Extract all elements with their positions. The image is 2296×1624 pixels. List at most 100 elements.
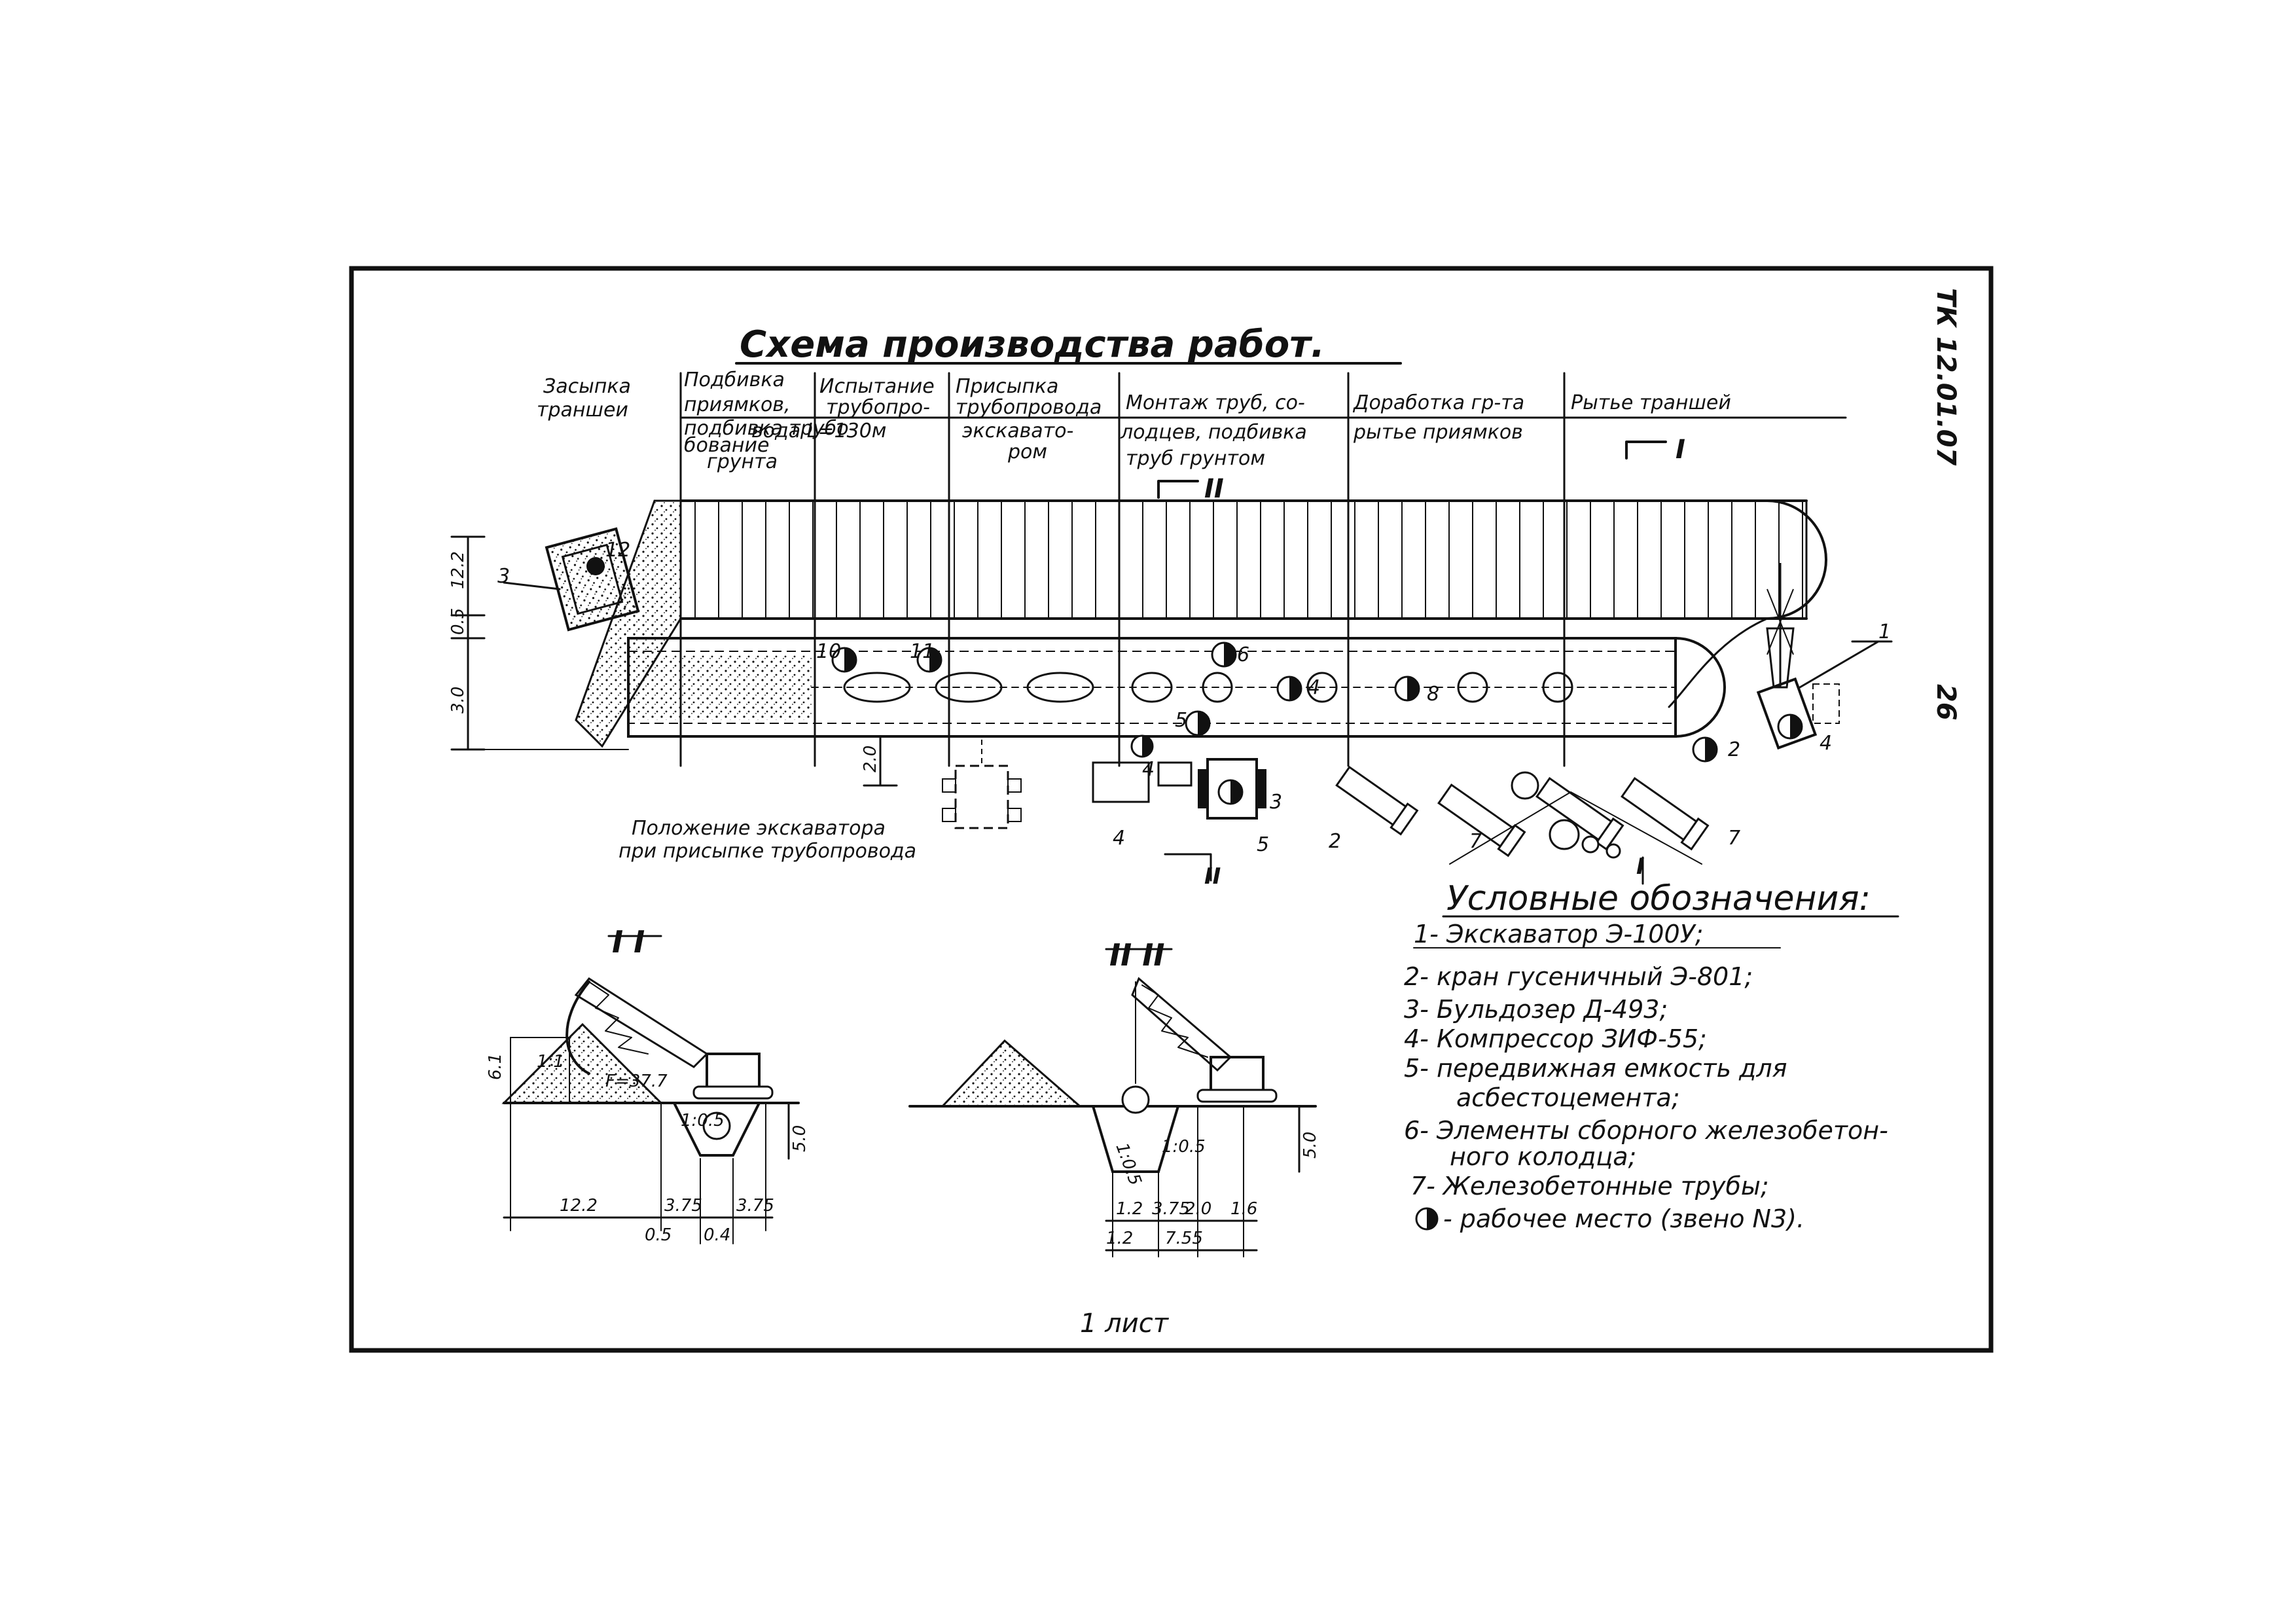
workplace-marker-icon (1415, 1207, 1439, 1231)
sheet-footer: 1 лист (1080, 1308, 1170, 1339)
stage-trenching: Рытье траншей (1571, 391, 1731, 414)
section-mark-i-bottom: I (1636, 854, 1645, 880)
svg-text:6.1: 6.1 (486, 1053, 505, 1080)
svg-text:1: 1 (1878, 621, 1891, 643)
stage-tamping-line5: грунта (707, 450, 778, 473)
legend-item-5a: 5- передвижная емкость для (1404, 1054, 1787, 1083)
svg-text:3.75: 3.75 (664, 1196, 702, 1216)
compressor-plan (1092, 734, 1193, 803)
workplace-marker-icon (916, 647, 942, 673)
svg-text:0.4: 0.4 (704, 1225, 730, 1245)
svg-text:11: 11 (910, 640, 935, 663)
svg-text:F=37.7: F=37.7 (605, 1072, 668, 1091)
section-1-dimensions: 12.2 3.75 3.75 0.5 0.4 5.0 6.1 F=37.7 1:… (486, 1052, 810, 1245)
section-mark-ii-bottom: II (1164, 853, 1221, 890)
legend-item-workplace: - рабочее место (звено N3). (1443, 1204, 1804, 1233)
workplace-marker-icon (1276, 676, 1302, 702)
stage-tamping-line2: приямков, (684, 393, 791, 416)
stage-testing-line2: трубопро- (826, 396, 930, 419)
legend-item-6b: ного колодца; (1450, 1142, 1636, 1171)
section-mark-i-top: I (1625, 435, 1685, 465)
svg-text:5.0: 5.0 (1300, 1132, 1320, 1159)
excavator-dashed-position (942, 740, 1022, 829)
workplace-marker-icon (1211, 641, 1237, 668)
svg-text:0.5: 0.5 (645, 1225, 672, 1245)
stage-mounting-line2: лодцев, подбивка (1120, 421, 1307, 444)
workplace-marker-icon (1394, 676, 1420, 702)
svg-text:5: 5 (1175, 709, 1187, 732)
backfilled-section (628, 655, 812, 720)
svg-text:8: 8 (1427, 683, 1439, 706)
legend-item-7: 7- Железобетонные трубы; (1410, 1172, 1769, 1200)
leader-bulldozer (503, 581, 561, 590)
svg-text:3: 3 (497, 565, 510, 588)
section-1-label: I I (612, 924, 645, 960)
svg-text:7.55: 7.55 (1165, 1229, 1203, 1248)
stage-testing-line3: вода L=130м (751, 420, 886, 442)
stage-labels: Засыпка траншеи Подбивка приямков, подби… (537, 369, 1731, 473)
svg-text:1.2: 1.2 (1106, 1229, 1133, 1248)
svg-text:3.75: 3.75 (736, 1196, 774, 1216)
backfill-wedge (575, 499, 682, 748)
svg-text:4: 4 (1308, 676, 1320, 699)
workplace-markers (831, 641, 1718, 763)
section-line-i-bottom (1449, 791, 1702, 865)
side-code: ТК 12.01.07 (1931, 288, 1961, 465)
crane-plan (1756, 563, 1840, 750)
svg-text:1:1: 1:1 (537, 1052, 564, 1072)
svg-text:II: II (1204, 474, 1224, 504)
legend-item-3: 3- Бульдозер Д-493; (1404, 995, 1668, 1024)
legend: Условные обозначения: 1- Экскаватор Э-10… (1404, 879, 1899, 1233)
pipes-storage (1335, 765, 1710, 859)
svg-text:5.0: 5.0 (790, 1125, 810, 1152)
svg-text:4: 4 (1820, 732, 1832, 755)
stage-mounting-line3: труб грунтом (1126, 447, 1265, 470)
svg-text:2.0: 2.0 (1185, 1199, 1211, 1219)
legend-item-5b: асбестоцемента; (1456, 1083, 1680, 1112)
stage-rework-line2: рытье приямков (1353, 421, 1523, 444)
svg-text:12: 12 (605, 539, 630, 562)
stage-testing-line1: Испытание (819, 375, 935, 398)
svg-text:10: 10 (816, 640, 841, 663)
spoil-bank-strip (679, 499, 1808, 620)
workplace-marker-icon (1692, 736, 1718, 763)
drawing-title: Схема производства работ. (740, 323, 1325, 366)
stage-cover-line1: Присыпка (956, 375, 1058, 398)
stage-tamping-line3: подбивка трубо- (684, 417, 855, 440)
pipeline (811, 672, 1676, 703)
stage-rework-line1: Доработка гр-та (1352, 391, 1524, 414)
svg-text:7: 7 (1728, 827, 1740, 850)
plan-left-dimensions: 12.2 0.5 3.0 (448, 535, 629, 751)
stage-backfill-line1: Засыпка (543, 375, 631, 398)
svg-text:3.75: 3.75 (1152, 1199, 1190, 1219)
stage-cover-line2: трубопровода (956, 396, 1102, 419)
svg-text:2: 2 (1728, 738, 1740, 761)
svg-text:1.6: 1.6 (1230, 1199, 1257, 1219)
bulldozer-plan-2 (1198, 758, 1266, 820)
svg-text:1:0.5: 1:0.5 (681, 1111, 725, 1130)
section-2-label: II II (1109, 937, 1164, 973)
stage-tamping-line1: Подбивка (684, 369, 785, 391)
stage-cover-line4: ром (1007, 441, 1047, 463)
svg-text:2: 2 (1329, 830, 1341, 853)
section-2-drawing (908, 977, 1317, 1173)
stage-backfill-line2: траншеи (537, 399, 628, 422)
svg-text:II: II (1204, 863, 1221, 890)
stage-tamping-line4: бование (684, 434, 770, 457)
svg-text:1:0.5: 1:0.5 (1111, 1140, 1145, 1188)
excavator-note-line1: Положение экскаватора (632, 817, 886, 840)
legend-item-1: 1- Экскаватор Э-100У; (1414, 920, 1704, 948)
svg-text:3.0: 3.0 (448, 687, 468, 713)
workplace-marker-icon (831, 647, 857, 673)
svg-text:3: 3 (1270, 791, 1282, 814)
svg-text:6: 6 (1237, 643, 1249, 666)
page-number: 26 (1931, 684, 1961, 721)
section-2-dimensions: 1.2 3.75 2.0 1.6 1.2 7.55 5.0 1:0.5 1:0.… (1105, 1105, 1320, 1257)
svg-text:2.0: 2.0 (861, 746, 880, 772)
svg-text:I: I (1676, 435, 1685, 465)
svg-text:12.2: 12.2 (448, 551, 468, 589)
stage-cover-line3: экскавато- (962, 420, 1073, 442)
svg-text:4: 4 (1113, 827, 1125, 850)
svg-text:5: 5 (1257, 833, 1269, 856)
trench-end-arc (1674, 637, 1726, 738)
